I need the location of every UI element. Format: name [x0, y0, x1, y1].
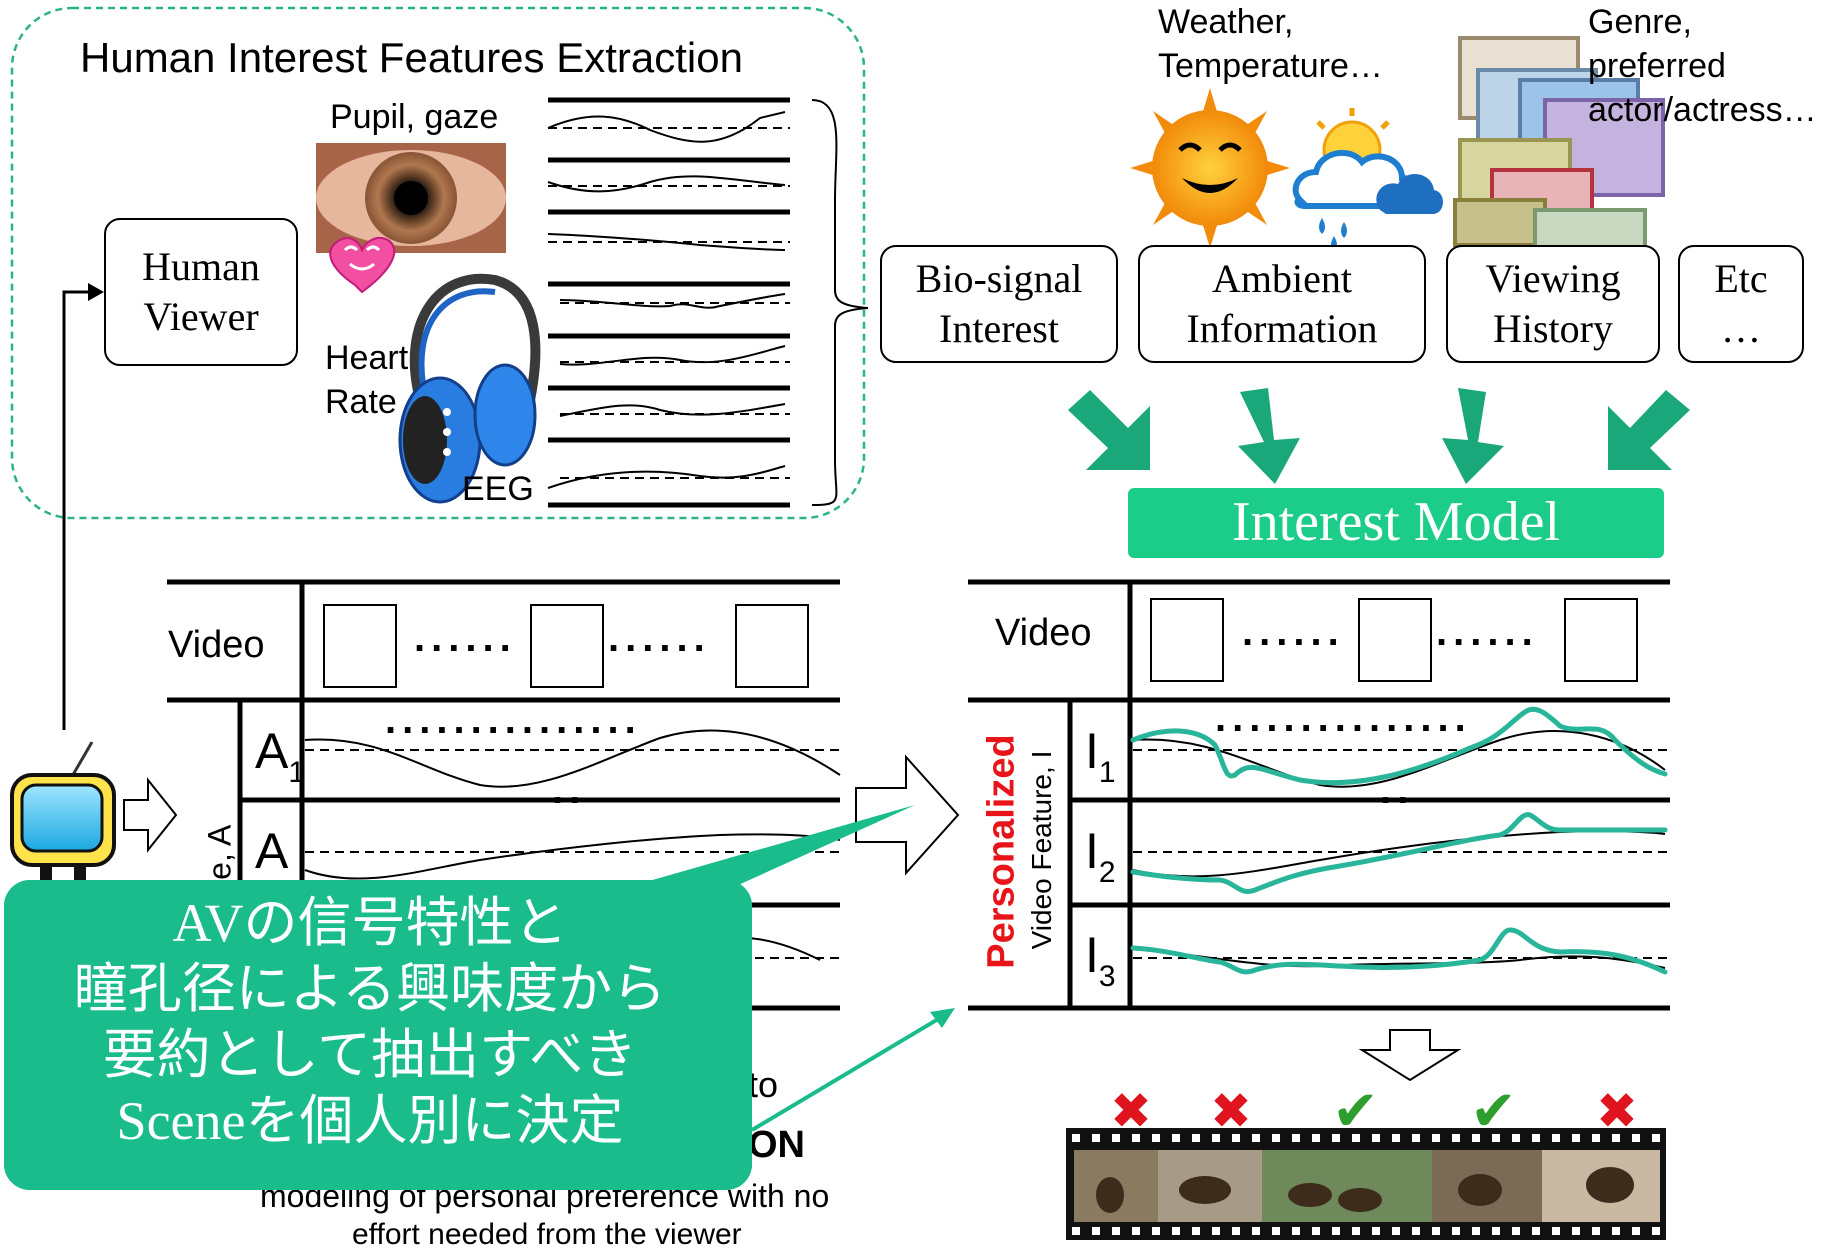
left-row-label-1: A1	[255, 723, 306, 789]
left-frame-2	[530, 604, 604, 688]
left-video-label: Video	[168, 624, 265, 666]
interest-model-bar	[1128, 488, 1664, 558]
heart-icon	[329, 236, 396, 294]
right-feature-axis: Video Feature, I	[1026, 750, 1057, 950]
tv-to-viewer-arrow	[62, 283, 104, 730]
right-video-label: Video	[995, 612, 1092, 654]
left-frame-1	[323, 604, 397, 688]
bio-signal-box: Bio-signal Interest	[880, 245, 1118, 363]
right-frame-1	[1150, 598, 1224, 682]
human-viewer-box: Human Viewer	[104, 218, 298, 366]
accept-mark-1: ✔	[1332, 1079, 1379, 1142]
reject-mark-1: ✖	[1110, 1083, 1152, 1139]
bottom-line-1: modeling of personal preference with no	[260, 1178, 830, 1214]
personalized-label: Personalized	[980, 734, 1023, 969]
callout-line-1: AVの信号特性と	[172, 893, 568, 953]
reject-mark-2: ✖	[1210, 1083, 1252, 1139]
right-row-label-2: I2	[1085, 823, 1116, 889]
right-row-label-3: I3	[1085, 927, 1116, 993]
extraction-frame	[10, 6, 866, 520]
eye-photo-icon	[316, 143, 506, 253]
left-row-label-2: A	[255, 823, 289, 879]
right-frame-2	[1358, 598, 1432, 682]
extraction-title: Human Interest Features Extraction	[80, 34, 743, 81]
accept-mark-2: ✔	[1470, 1079, 1517, 1142]
viewing-history-box: Viewing History	[1446, 245, 1660, 363]
weather-cloud-icon	[1292, 108, 1443, 252]
weather-label: Weather, Temperature…	[1158, 3, 1383, 85]
hollow-arrows	[123, 754, 1462, 1082]
eeg-label: EEG	[462, 470, 534, 508]
film-strip	[1066, 1128, 1666, 1240]
bottom-line-2: effort needed from the viewer	[352, 1218, 742, 1251]
callout-line-2: 瞳孔径による興味度から	[73, 959, 667, 1019]
callout-text: AVの信号特性と 瞳孔径による興味度から 要約として抽出すべき Sceneを個人…	[0, 890, 740, 1154]
tv-icon	[10, 741, 116, 881]
right-row-label-1: I1	[1085, 723, 1116, 789]
left-frame-3	[735, 604, 809, 688]
brace	[811, 99, 869, 506]
callout-line-4: Sceneを個人別に決定	[116, 1091, 624, 1151]
callout-line-3: 要約として抽出すべき	[102, 1025, 638, 1085]
model-input-arrows	[1068, 388, 1690, 484]
interest-model-label: Interest Model	[1231, 491, 1561, 553]
headphones-icon	[398, 273, 541, 504]
right-frame-3	[1564, 598, 1638, 682]
heart-rate-label: Heart Rate	[325, 339, 409, 421]
genre-label: Genre, preferred actor/actress…	[1588, 3, 1817, 129]
fragment-on: ON	[748, 1124, 805, 1166]
pupil-label: Pupil, gaze	[330, 98, 499, 136]
fragment-to: to	[748, 1064, 779, 1105]
etc-box: Etc …	[1678, 245, 1804, 363]
signal-strips	[547, 97, 790, 508]
sun-icon	[1130, 88, 1290, 248]
personalized-curves	[1130, 706, 1668, 975]
ambient-box: Ambient Information	[1138, 245, 1426, 363]
reject-mark-3: ✖	[1596, 1083, 1638, 1139]
